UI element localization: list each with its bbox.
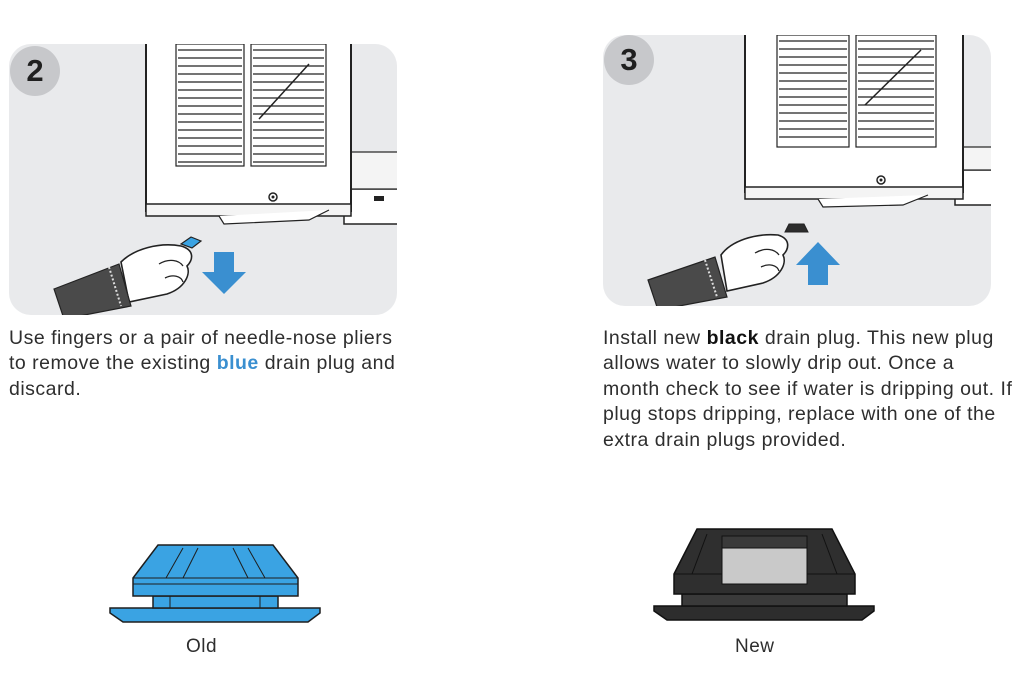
grille-left (776, 35, 850, 148)
drain-port (268, 192, 278, 202)
up-arrow-icon (796, 242, 840, 285)
step-2-badge: 2 (10, 46, 60, 96)
step-3-illustration (603, 35, 991, 306)
grille-left (175, 44, 245, 167)
step-2-caption: Use fingers or a pair of needle-nose pli… (9, 327, 396, 400)
down-arrow-icon (202, 252, 246, 294)
new-plug-label: New (735, 636, 775, 657)
side-unit-slot (374, 196, 384, 201)
hand (720, 233, 789, 292)
caption-highlight-black: black (706, 327, 759, 349)
ac-unit-body (145, 44, 352, 212)
step-2-illustration (9, 44, 397, 315)
sleeve (53, 263, 132, 315)
step-3-drawing (647, 35, 991, 306)
grille-right (855, 35, 937, 148)
blue-plug (179, 236, 203, 249)
old-blue-plug-icon (109, 544, 321, 623)
black-plug (784, 223, 809, 233)
side-unit-top (348, 151, 397, 190)
drain-area (218, 209, 330, 225)
step-3-badge: 3 (604, 35, 654, 85)
sleeve (647, 256, 728, 306)
step-3-caption: Install new black drain plug. This new p… (603, 327, 1013, 451)
hand (120, 244, 193, 303)
grille-right (250, 44, 327, 167)
step-2-drawing (53, 44, 397, 315)
drain-port (876, 175, 886, 185)
caption-highlight-blue: blue (216, 352, 259, 375)
drain-area (817, 194, 929, 208)
ac-unit-base (744, 186, 964, 200)
new-black-plug-icon (653, 528, 875, 621)
old-plug-label: Old (186, 636, 218, 657)
